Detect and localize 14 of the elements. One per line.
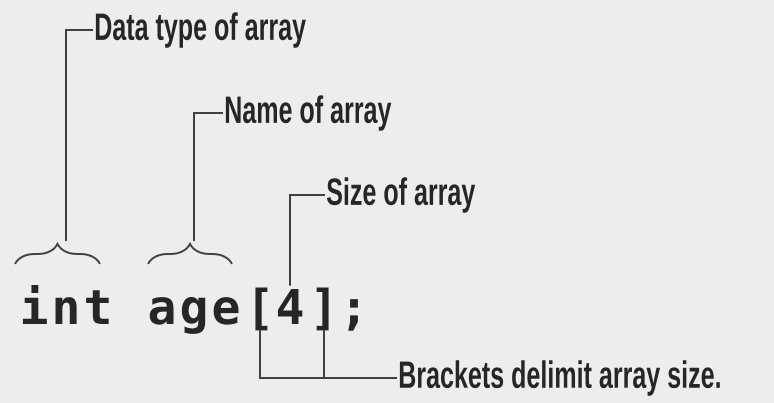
code-text: age: [150, 297, 238, 334]
leader-line: [65, 29, 93, 241]
code-text: [: [255, 288, 268, 330]
code-text: ]: [316, 288, 329, 330]
code-text: ;: [348, 299, 358, 331]
callout-text: Brackets delimit array size.: [400, 360, 720, 396]
leader-line: [193, 112, 223, 241]
callout-text: Data type of array: [96, 12, 306, 48]
callout-text: Name of array: [226, 95, 392, 131]
code-text: 4: [278, 289, 302, 324]
code-text: int: [22, 284, 109, 324]
leader-line: [289, 194, 325, 286]
callout-text: Size of array: [326, 177, 476, 213]
leader-line: [259, 330, 397, 379]
